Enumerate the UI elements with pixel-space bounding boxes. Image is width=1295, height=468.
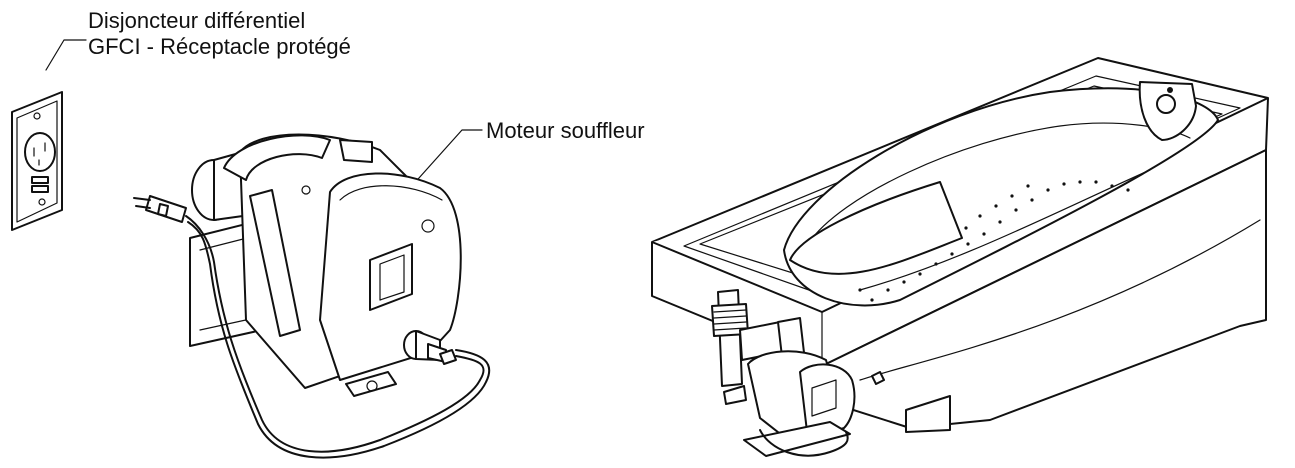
blower-motor-label: Moteur souffleur — [486, 118, 645, 143]
power-cord — [133, 195, 491, 459]
gfci-label-line2: GFCI - Réceptacle protégé — [88, 34, 351, 59]
gfci-label: Disjoncteur différentiel GFCI - Réceptac… — [88, 8, 351, 60]
leader-lines — [45, 39, 483, 189]
gfci-receptacle — [11, 91, 63, 231]
blower-motor — [189, 133, 462, 397]
air-jets — [858, 180, 1130, 302]
motor-leader-line — [409, 129, 483, 189]
bathtub — [651, 57, 1269, 457]
gfci-label-line1: Disjoncteur différentiel — [88, 8, 306, 33]
gfci-leader-line — [45, 39, 87, 71]
